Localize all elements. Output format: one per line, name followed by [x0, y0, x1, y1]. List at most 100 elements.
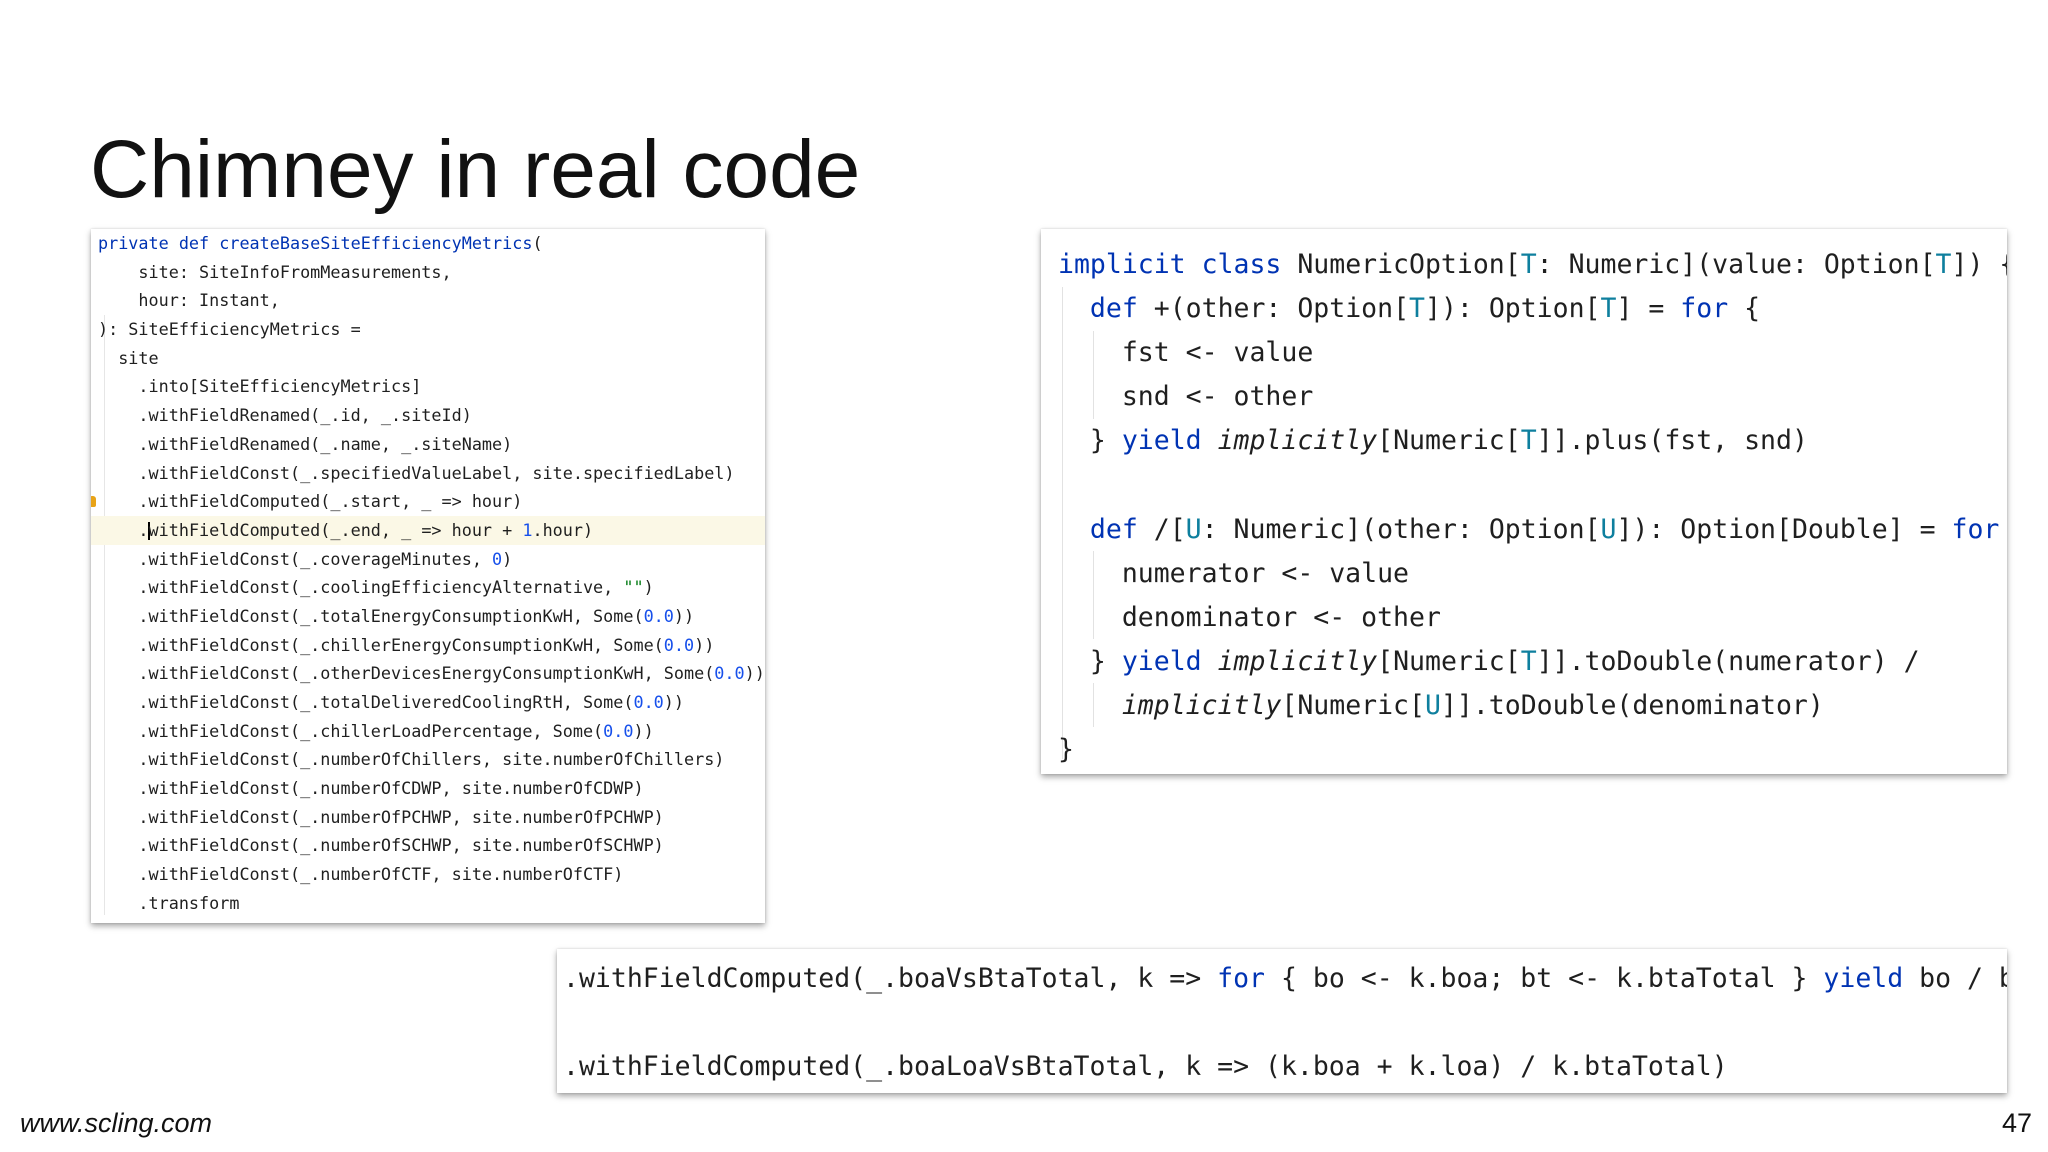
- code-line: site: [98, 347, 159, 368]
- code-line: private def createBaseSiteEfficiencyMetr…: [91, 229, 765, 258]
- indent-guide: [1062, 287, 1063, 759]
- code-token: )): [744, 663, 765, 684]
- code-token: ]): Option[Double] =: [1616, 513, 1952, 545]
- code-token: yield: [1121, 645, 1202, 677]
- code-token: { bo <- k.boa; bt <- k.btaTotal }: [1265, 963, 1824, 994]
- code-token: ]].plus(fst, snd): [1536, 425, 1808, 457]
- code-token: .hour): [532, 519, 594, 540]
- code-line: .withFieldConst(_.numberOfSCHWP, site.nu…: [98, 835, 664, 856]
- code-line: .withFieldConst(_.numberOfCTF, site.numb…: [98, 864, 624, 885]
- code-token: .withFieldComputed(_.start, _ => hour): [98, 491, 523, 512]
- code-line: .withFieldRenamed(_.id, _.siteId): [98, 405, 472, 426]
- code-line: numerator <- value: [1058, 557, 1409, 589]
- code-line: .into[SiteEfficiencyMetrics]: [98, 376, 422, 397]
- code-line: .withFieldConst(_.numberOfCDWP, site.num…: [98, 778, 644, 799]
- code-token: T: [1409, 293, 1425, 325]
- code-token: 0.0: [633, 692, 664, 712]
- code-line: .withFieldConst(_.chillerLoadPercentage,…: [91, 717, 765, 746]
- code-line: .withFieldConst(_.numberOfChillers, site…: [98, 749, 725, 770]
- code-token: .withFieldConst(_.coolingEfficiencyAlter…: [98, 577, 624, 598]
- code-token: implicitly: [1217, 425, 1378, 457]
- code-token: 0.0: [603, 720, 634, 741]
- code-line: .withFieldComputed(_.boaLoaVsBtaTotal, k…: [563, 1051, 1728, 1082]
- code-token: T: [1520, 249, 1537, 280]
- code-token: )): [694, 634, 715, 655]
- code-token: .withFieldConst(_.otherDevicesEnergyCons…: [98, 663, 715, 684]
- code-token: implicitly: [1217, 645, 1378, 677]
- code-token: ]].toDouble(denominator): [1440, 689, 1824, 721]
- code-token: 1: [522, 519, 533, 540]
- lightbulb-icon[interactable]: [91, 496, 96, 508]
- code-line: } yield implicitly[Numeric[T]].toDouble(…: [1041, 640, 2007, 684]
- code-token: ): [643, 577, 654, 598]
- code-token: 0: [492, 548, 503, 569]
- text-caret: [147, 521, 150, 540]
- code-line: snd <- other: [1058, 381, 1314, 413]
- code-token: implicit class: [1058, 249, 1282, 280]
- code-token: for: [1217, 963, 1266, 994]
- code-token: private def: [98, 233, 220, 253]
- code-screenshot-right: implicit class NumericOption[T: Numeric]…: [1041, 229, 2007, 774]
- code-token: U: [1424, 689, 1441, 721]
- code-token: .withFieldConst(_.totalEnergyConsumption…: [98, 605, 644, 626]
- code-line: def +(other: Option[T]): Option[T] = for…: [1041, 287, 2007, 331]
- code-token: createBaseSiteEfficiencyMetrics: [219, 233, 533, 253]
- code-line: fst <- value: [1058, 337, 1314, 369]
- code-line: .withFieldConst(_.numberOfPCHWP, site.nu…: [98, 806, 664, 827]
- code-token: {: [1728, 293, 1761, 325]
- code-line: def /[U: Numeric](other: Option[U]): Opt…: [1041, 508, 2007, 552]
- code-token: T: [1520, 645, 1537, 677]
- code-token: U: [1185, 513, 1202, 545]
- code-token: T: [1600, 293, 1617, 325]
- code-token: )): [663, 692, 684, 712]
- code-token: withFieldComputed(_.end, _ => hour +: [148, 519, 523, 540]
- code-token: T: [1520, 425, 1537, 457]
- code-line: .withFieldConst(_.totalEnergyConsumption…: [91, 602, 765, 631]
- code-line: implicit class NumericOption[T: Numeric]…: [1041, 243, 2007, 287]
- code-line: ): SiteEfficiencyMetrics =: [98, 319, 361, 340]
- code-token: [1202, 646, 1218, 677]
- code-token: .withFieldConst(_.chillerEnergyConsumpti…: [98, 634, 664, 655]
- code-token: [Numeric[: [1377, 425, 1521, 457]
- code-line-blank: [557, 1001, 2007, 1045]
- code-token: def: [1089, 293, 1138, 325]
- code-screenshot-left: private def createBaseSiteEfficiencyMetr…: [91, 229, 765, 923]
- code-token: for: [1680, 293, 1729, 325]
- code-token: yield: [1823, 963, 1904, 994]
- code-token: }: [1058, 425, 1122, 457]
- indent-guide: [1093, 331, 1094, 419]
- code-token: (: [532, 233, 543, 253]
- code-token: ]) {: [1951, 249, 2008, 280]
- indent-guide: [104, 315, 105, 915]
- code-token: implicitly: [1121, 689, 1282, 721]
- code-token: NumericOption[: [1281, 249, 1521, 280]
- code-token: 0.0: [714, 663, 745, 684]
- code-token: ): [502, 548, 513, 569]
- code-token: )): [633, 720, 654, 741]
- code-token: def: [1089, 513, 1138, 545]
- code-line-current: .withFieldComputed(_.end, _ => hour + 1.…: [91, 515, 765, 545]
- code-line: site: SiteInfoFromMeasurements,: [98, 261, 452, 282]
- code-line: .withFieldConst(_.totalDeliveredCoolingR…: [91, 688, 765, 717]
- code-line: .withFieldConst(_.coverageMinutes, 0): [91, 545, 765, 574]
- code-token: 0.0: [643, 605, 674, 626]
- code-token: ]): Option[: [1425, 293, 1601, 325]
- code-line: .withFieldConst(_.otherDevicesEnergyCons…: [91, 659, 765, 688]
- code-token: T: [1935, 249, 1952, 280]
- code-token: yield: [1121, 425, 1202, 457]
- code-token: bo / bt): [1919, 963, 2007, 994]
- code-token: [Numeric[: [1281, 689, 1425, 721]
- code-line: implicitly[Numeric[U]].toDouble(denomina…: [1041, 684, 2007, 728]
- code-token: U: [1600, 513, 1617, 545]
- code-token: }: [1058, 645, 1122, 677]
- code-line: hour: Instant,: [98, 290, 280, 311]
- code-line: }: [1058, 734, 1074, 766]
- code-token: : Numeric](other: Option[: [1201, 513, 1601, 545]
- code-token: [1058, 514, 1090, 545]
- code-line: .withFieldComputed(_.start, _ => hour): [91, 487, 765, 516]
- code-token: for: [1951, 513, 2000, 545]
- page-number: 47: [2001, 1108, 2032, 1138]
- code-token: : Numeric](value: Option[: [1536, 249, 1936, 280]
- code-line: denominator <- other: [1058, 601, 1441, 633]
- code-token: ] =: [1616, 293, 1681, 325]
